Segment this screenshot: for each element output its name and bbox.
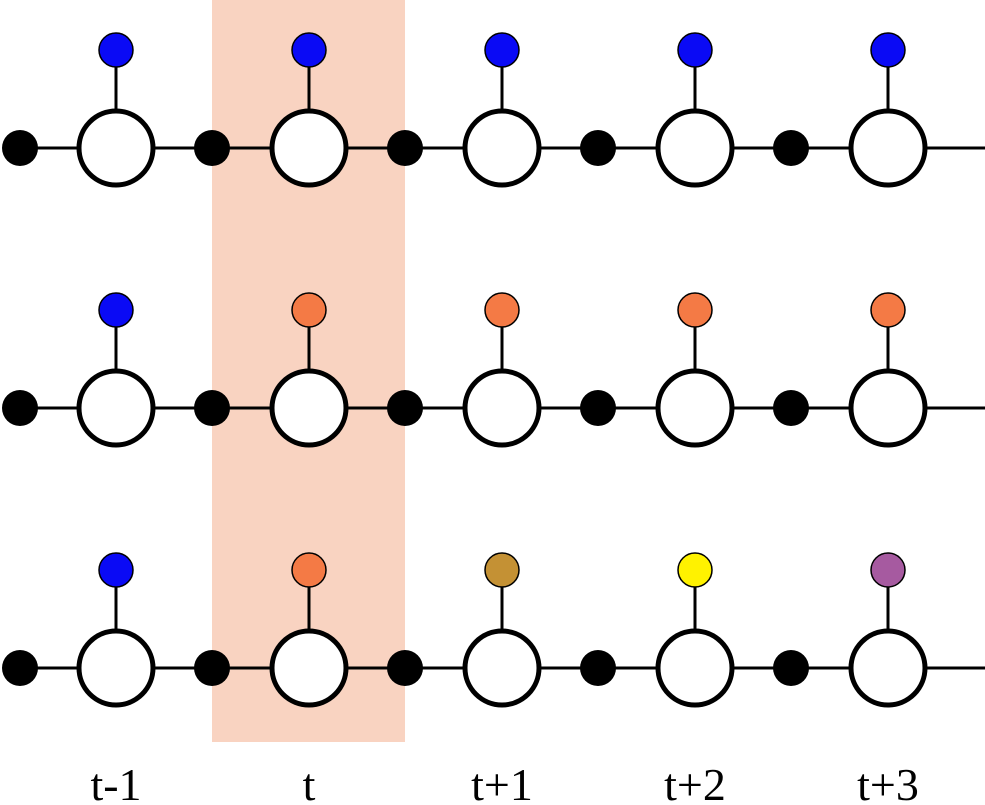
observation-node-blue: [677, 32, 713, 68]
state-node: [269, 108, 349, 188]
time-axis-labels: t-1 t t+1 t+2 t+3: [90, 759, 918, 805]
factor-dot: [387, 390, 423, 426]
observation-node-blue: [484, 32, 520, 68]
state-node: [76, 368, 156, 448]
observation-node-brown: [484, 552, 520, 588]
state-node: [848, 628, 928, 708]
state-node: [76, 628, 156, 708]
state-node: [655, 108, 735, 188]
observation-node-blue: [291, 32, 327, 68]
time-label-t-plus-3: t+3: [857, 759, 919, 805]
state-node: [462, 368, 542, 448]
factor-dot: [580, 390, 616, 426]
factor-dot: [387, 130, 423, 166]
state-node: [655, 368, 735, 448]
observation-node-purple: [870, 552, 906, 588]
factor-dot: [2, 130, 38, 166]
factor-dot: [773, 390, 809, 426]
observation-node-blue: [98, 32, 134, 68]
row-1: [2, 32, 985, 188]
factor-dot: [194, 130, 230, 166]
state-node: [848, 368, 928, 448]
factor-dot: [773, 130, 809, 166]
time-label-t-plus-1: t+1: [471, 759, 533, 805]
factor-dot: [773, 650, 809, 686]
observation-node-orange: [677, 292, 713, 328]
state-node: [269, 368, 349, 448]
factor-dot: [194, 650, 230, 686]
state-node: [848, 108, 928, 188]
state-node: [76, 108, 156, 188]
state-node: [462, 628, 542, 708]
time-label-t-plus-2: t+2: [664, 759, 726, 805]
observation-node-yellow: [677, 552, 713, 588]
factor-dot: [580, 650, 616, 686]
observation-node-orange: [870, 292, 906, 328]
observation-node-blue: [98, 552, 134, 588]
state-node: [269, 628, 349, 708]
observation-node-blue: [870, 32, 906, 68]
observation-node-orange: [484, 292, 520, 328]
observation-node-orange: [291, 552, 327, 588]
observation-node-orange: [291, 292, 327, 328]
rows-layer: [2, 32, 985, 708]
time-label-t: t: [303, 759, 316, 805]
row-2: [2, 292, 985, 448]
state-node: [655, 628, 735, 708]
factor-dot: [580, 130, 616, 166]
time-label-t-minus-1: t-1: [90, 759, 141, 805]
observation-node-blue: [98, 292, 134, 328]
state-node: [462, 108, 542, 188]
factor-dot: [2, 650, 38, 686]
factor-dot: [387, 650, 423, 686]
factor-dot: [2, 390, 38, 426]
factor-dot: [194, 390, 230, 426]
row-3: [2, 552, 985, 708]
